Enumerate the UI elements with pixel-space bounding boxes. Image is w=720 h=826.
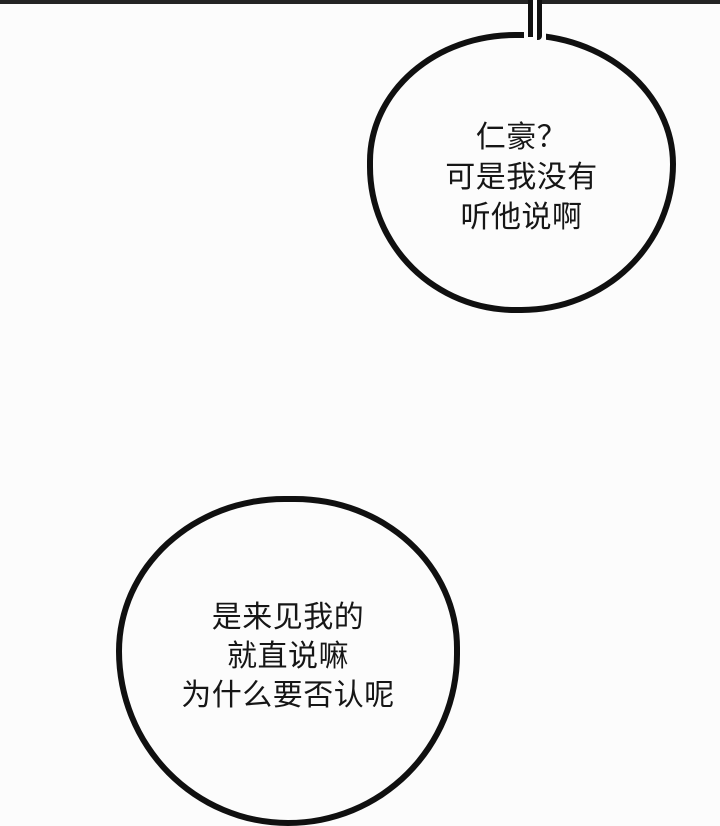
dialogue-line: 为什么要否认呢 bbox=[181, 679, 395, 712]
bubble-tail-line-right bbox=[537, 0, 542, 40]
dialogue-line: 听他说啊 bbox=[460, 201, 583, 234]
dialogue-line: 仁豪？ bbox=[475, 121, 568, 154]
dialogue-line: 就直说嘛 bbox=[227, 640, 349, 673]
dialogue-bottom: 是来见我的 就直说嘛 为什么要否认呢 bbox=[116, 598, 460, 715]
dialogue-top: 仁豪？ 可是我没有 听他说啊 bbox=[367, 118, 676, 238]
panel-top-border-left bbox=[0, 0, 528, 4]
dialogue-line: 可是我没有 bbox=[445, 161, 598, 194]
panel-top-border-right bbox=[542, 0, 720, 4]
dialogue-line: 是来见我的 bbox=[211, 601, 365, 634]
speech-bubble-top bbox=[367, 32, 676, 313]
bubble-tail-line-left bbox=[528, 0, 533, 37]
